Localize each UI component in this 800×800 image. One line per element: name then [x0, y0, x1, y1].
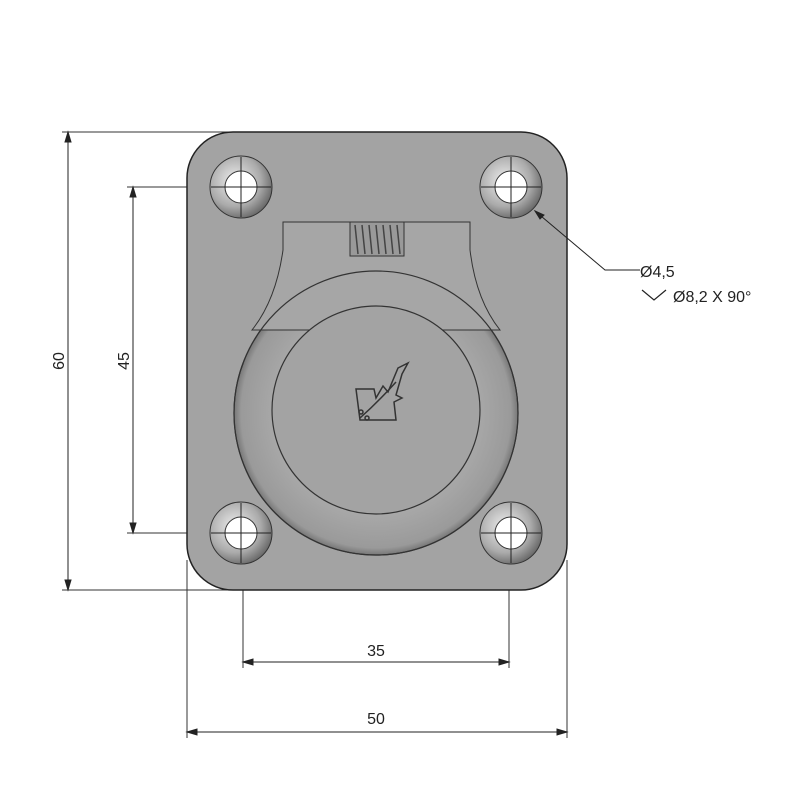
- countersink-icon: [641, 289, 667, 301]
- dim-overall-height: 60: [51, 352, 68, 370]
- dim-overall-width: 50: [367, 711, 385, 728]
- center-marks: [211, 157, 541, 563]
- dim-hole-spacing-horizontal: 35: [367, 643, 385, 660]
- spring-coils: [354, 224, 401, 255]
- hole-diameter-callout: Ø4,5: [640, 264, 675, 281]
- fish-logo-icon: [355, 361, 410, 421]
- dim-hole-spacing-vertical: 45: [116, 352, 133, 370]
- dimension-lines: [64, 130, 640, 736]
- center-disc: [271, 305, 481, 515]
- countersink-callout: Ø8,2 X 90°: [673, 289, 751, 306]
- hinge-flap: [250, 221, 502, 331]
